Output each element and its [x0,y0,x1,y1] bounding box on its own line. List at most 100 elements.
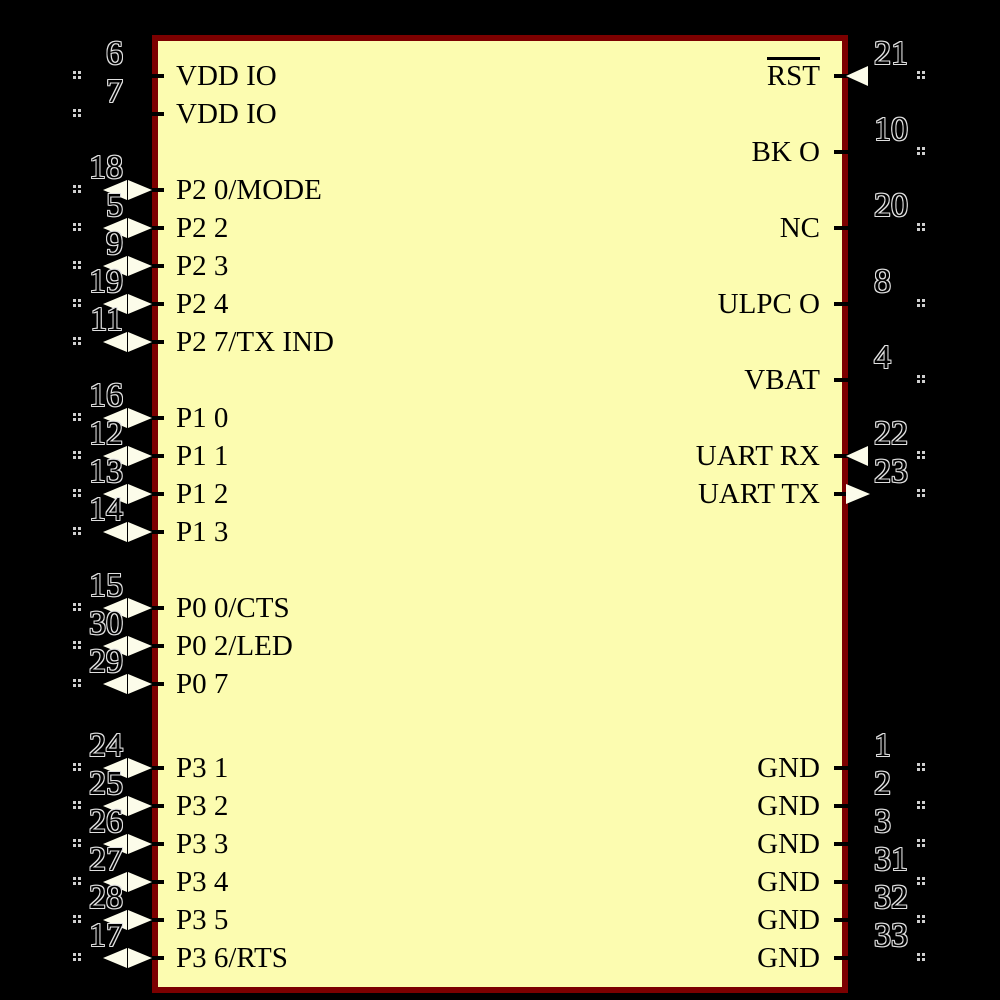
pin-label: P3 5 [176,904,229,936]
pin-stub [140,416,164,420]
pin-number: 14 [89,491,123,528]
pin-endpoint-dots-icon [917,71,920,74]
pin-endpoint-dots-icon [73,489,76,492]
triangle-right-icon [128,636,152,656]
pin-stub [140,302,164,306]
pin-endpoint-dots-icon [917,451,920,454]
active-low-overline: RST [766,57,820,92]
pin-stub [834,766,854,770]
pin-stub [834,918,854,922]
pin-stub [834,492,854,496]
pin-stub [834,74,854,78]
pin-label: GND [757,828,820,860]
bidirectional-arrow-icon [103,484,152,504]
pin-label: UART TX [697,478,820,510]
pin-label: BK O [751,136,820,168]
pin-label: GND [757,942,820,974]
pin-label: P0 7 [176,668,229,700]
bidirectional-arrow-icon [103,598,152,618]
pin-endpoint-dots-icon [917,147,920,150]
pin-number: 13 [89,453,123,490]
pin-label: P2 7/TX IND [176,326,334,358]
triangle-left-icon [103,796,127,816]
pin-label: P3 4 [176,866,229,898]
pin-label: P3 6/RTS [176,942,288,974]
pin-endpoint-dots-icon [917,839,920,842]
input-arrow-icon [846,66,868,86]
pin-stub [140,530,164,534]
bidirectional-arrow-icon [103,522,152,542]
pin-label: GND [757,866,820,898]
pin-stub [834,302,854,306]
pin-number: 1 [874,727,891,764]
pin-number: 6 [106,35,123,72]
pin-number: 17 [89,917,123,954]
bidirectional-arrow-icon [103,218,152,238]
pin-label: P0 2/LED [176,630,293,662]
triangle-right-icon [128,598,152,618]
triangle-right-icon [128,294,152,314]
pin-stub [140,606,164,610]
triangle-left-icon [103,910,127,930]
pin-number: 31 [874,841,908,878]
pin-stub [140,644,164,648]
pin-endpoint-dots-icon [73,299,76,302]
pin-endpoint-dots-icon [73,801,76,804]
pin-label: P1 2 [176,478,229,510]
pin-stub [140,492,164,496]
triangle-left-icon [103,948,127,968]
pin-endpoint-dots-icon [917,915,920,918]
pin-stub [834,150,854,154]
bidirectional-arrow-icon [103,256,152,276]
triangle-left-icon [103,522,127,542]
pin-stub [834,956,854,960]
pin-endpoint-dots-icon [917,877,920,880]
pin-endpoint-dots-icon [73,223,76,226]
pin-endpoint-dots-icon [917,375,920,378]
pin-label: P3 3 [176,828,229,860]
pin-label: P0 0/CTS [176,592,290,624]
pin-stub [140,804,164,808]
bidirectional-arrow-icon [103,910,152,930]
pin-label: UART RX [695,440,820,472]
pin-endpoint-dots-icon [73,877,76,880]
pin-label: VDD IO [176,98,277,130]
triangle-right-icon [128,872,152,892]
pin-endpoint-dots-icon [73,71,76,74]
pin-stub [140,918,164,922]
component-body[interactable] [152,35,848,993]
triangle-left-icon [103,256,127,276]
triangle-left-icon [103,180,127,200]
bidirectional-arrow-icon [103,758,152,778]
pin-endpoint-dots-icon [917,489,920,492]
pin-stub [140,454,164,458]
input-arrow-icon [846,446,868,466]
triangle-right-icon [128,332,152,352]
triangle-left-icon [103,674,127,694]
pin-number: 18 [89,149,123,186]
pin-stub [140,682,164,686]
pin-number: 29 [89,643,123,680]
pin-endpoint-dots-icon [917,299,920,302]
triangle-left-icon [846,446,868,466]
pin-number: 21 [874,35,908,72]
pin-endpoint-dots-icon [917,763,920,766]
pin-endpoint-dots-icon [917,801,920,804]
bidirectional-arrow-icon [103,294,152,314]
output-arrow-icon [846,484,870,504]
pin-label: P2 0/MODE [176,174,322,206]
triangle-left-icon [103,294,127,314]
bidirectional-arrow-icon [103,408,152,428]
pin-number: 9 [106,225,123,262]
triangle-right-icon [128,834,152,854]
triangle-left-icon [103,446,127,466]
pin-endpoint-dots-icon [73,679,76,682]
triangle-right-icon [846,484,870,504]
pin-label: P2 3 [176,250,229,282]
pin-endpoint-dots-icon [73,451,76,454]
pin-number: 15 [89,567,123,604]
triangle-left-icon [103,408,127,428]
triangle-right-icon [128,674,152,694]
pin-stub [140,842,164,846]
pin-number: 22 [874,415,908,452]
